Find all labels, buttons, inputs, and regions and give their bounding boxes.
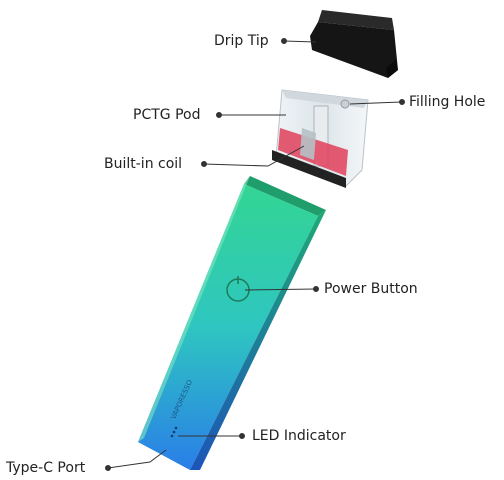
label-drip-tip: Drip Tip: [214, 33, 269, 49]
device-body-part: VAPORESSO: [138, 176, 326, 470]
body-highlight: [138, 176, 250, 442]
leader-built-in-coil-dot: [201, 161, 207, 167]
leader-filling-hole-dot: [399, 99, 405, 105]
label-led-indicator: LED Indicator: [252, 428, 346, 444]
pod-base: [272, 150, 346, 188]
leader-filling-hole: [349, 101, 403, 105]
drip-tip-side: [386, 60, 398, 78]
label-type-c-port: Type-C Port: [6, 460, 86, 476]
drip-tip-body: [310, 22, 398, 78]
label-power-button: Power Button: [324, 281, 418, 297]
drip-tip-top: [318, 10, 394, 30]
leader-type-c-port-dot: [105, 465, 111, 471]
pod-coil: [300, 128, 316, 160]
leader-lines: [105, 38, 405, 471]
label-built-in-coil: Built-in coil: [104, 156, 183, 172]
label-pctg-pod: PCTG Pod: [133, 107, 201, 123]
leader-led-indicator-dot: [239, 433, 245, 439]
leader-power-button-dot: [313, 286, 319, 292]
filling-hole-marker: [340, 99, 350, 109]
leader-built-in-coil: [203, 145, 305, 167]
leader-power-button: [244, 288, 317, 291]
label-filling-hole: Filling Hole: [409, 94, 486, 110]
leader-pctg-pod-dot: [216, 112, 222, 118]
led-dot-2: [172, 430, 176, 434]
body-side: [190, 210, 326, 470]
pod-part: [272, 89, 369, 188]
leader-drip-tip-dot: [281, 38, 287, 44]
leader-type-c-port: [107, 449, 167, 469]
body-front: [138, 184, 318, 470]
body-top-face: [244, 176, 326, 216]
leader-drip-tip: [283, 40, 317, 43]
led-dot-1: [170, 434, 174, 438]
drip-tip-part: [310, 10, 398, 78]
led-dot-3: [174, 426, 178, 430]
